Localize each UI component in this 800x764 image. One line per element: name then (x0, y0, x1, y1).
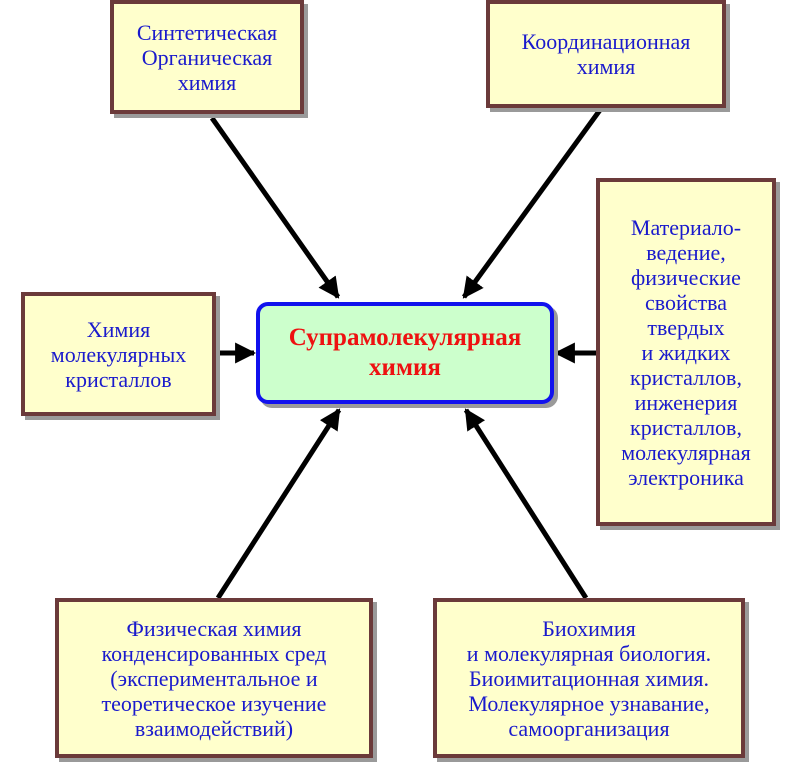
arrow-from-coordination (461, 108, 603, 299)
center-label: Супрамолекулярная химия (288, 324, 522, 381)
box-molecular-crystals-label: Химия молекулярных кристаллов (50, 316, 187, 392)
box-coordination-chemistry: Координационная химия (486, 0, 726, 108)
box-synthetic-organic-chemistry: Синтетическая Органическая химия (110, 0, 304, 114)
arrow-from-synthetic (209, 116, 341, 299)
box-molecular-crystals-chemistry: Химия молекулярных кристаллов (21, 292, 216, 416)
box-physical-label: Физическая химия конденсированных сред (… (101, 615, 327, 741)
arrow-from-biochemistry (463, 408, 589, 600)
box-coordination-label: Координационная химия (521, 29, 691, 79)
box-biochemistry: Биохимия и молекулярная биология. Биоими… (433, 598, 745, 758)
box-materials-science: Материало- ведение, физические свойства … (596, 178, 776, 526)
box-physical-chemistry: Физическая химия конденсированных сред (… (55, 598, 373, 758)
center-supramolecular-chemistry: Супрамолекулярная химия (256, 302, 554, 404)
box-biochemistry-label: Биохимия и молекулярная биология. Биоими… (466, 615, 712, 741)
box-synthetic-label: Синтетическая Органическая химия (136, 19, 278, 95)
box-materials-label: Материало- ведение, физические свойства … (621, 214, 751, 490)
arrow-from-physical (215, 408, 342, 600)
